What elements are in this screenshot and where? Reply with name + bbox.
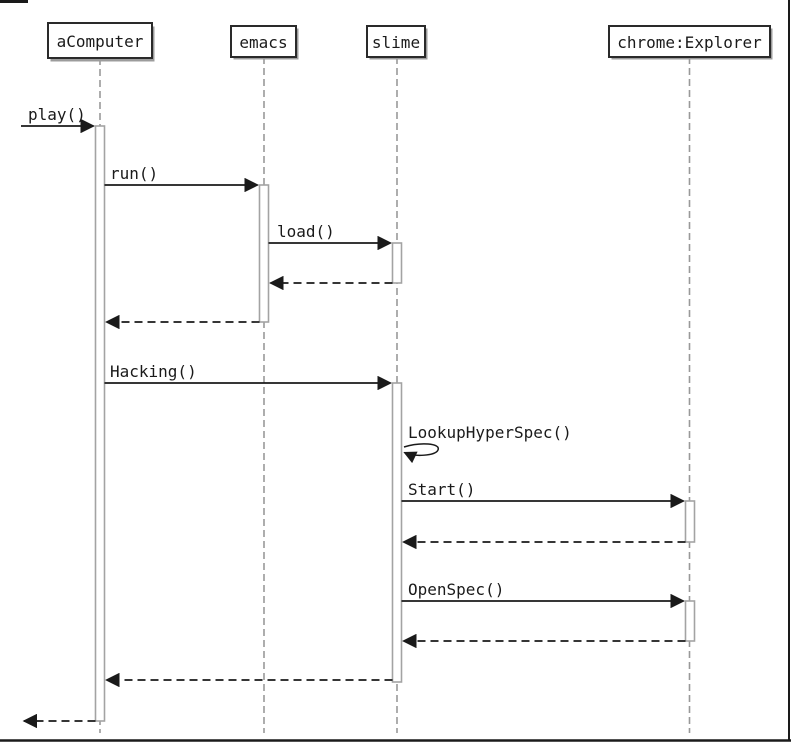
lifeline-name: chrome:Explorer bbox=[617, 33, 762, 52]
header-box bbox=[47, 22, 153, 59]
activation-acomputer bbox=[94, 125, 106, 722]
message-label: Hacking() bbox=[110, 362, 197, 381]
message-play: play() bbox=[21, 105, 95, 134]
lifeline-header-emacs: emacs bbox=[230, 25, 299, 60]
message-label: Start() bbox=[408, 480, 475, 499]
message-label: load() bbox=[277, 222, 335, 241]
activation-emacs bbox=[258, 184, 270, 323]
message-label: LookupHyperSpec() bbox=[408, 423, 572, 442]
activation-bars bbox=[94, 125, 696, 722]
message-lookuphyperspec: LookupHyperSpec() bbox=[403, 423, 572, 464]
lifeline-header-chrome-explorer: chrome:Explorer bbox=[608, 25, 773, 60]
messages: play() run() load() Hacking() LookupHype… bbox=[21, 105, 686, 729]
message-openspec: OpenSpec() bbox=[401, 580, 685, 609]
header-box bbox=[230, 25, 297, 58]
activation-chrome-openspec bbox=[684, 600, 696, 642]
lifeline-header-slime: slime bbox=[366, 25, 428, 60]
message-start: Start() bbox=[401, 480, 685, 509]
message-label: OpenSpec() bbox=[408, 580, 504, 599]
message-hacking: Hacking() bbox=[104, 362, 392, 391]
message-run: run() bbox=[104, 164, 259, 193]
lifeline-name: slime bbox=[372, 33, 420, 52]
header-box bbox=[366, 25, 426, 58]
lifeline-name: aComputer bbox=[57, 32, 144, 51]
message-label: run() bbox=[110, 164, 158, 183]
activation-slime-hacking bbox=[391, 382, 403, 683]
header-box bbox=[608, 25, 771, 58]
activation-slime-load bbox=[391, 242, 403, 284]
lifeline-header-acomputer: aComputer bbox=[47, 22, 155, 62]
message-load: load() bbox=[268, 222, 392, 251]
activation-chrome-start bbox=[684, 500, 696, 543]
lifeline-headers: aComputer emacs slime chrome:Explorer bbox=[47, 22, 773, 62]
lifeline-name: emacs bbox=[239, 33, 287, 52]
message-label: play() bbox=[28, 105, 86, 124]
self-call-loop-arrow bbox=[403, 443, 439, 464]
